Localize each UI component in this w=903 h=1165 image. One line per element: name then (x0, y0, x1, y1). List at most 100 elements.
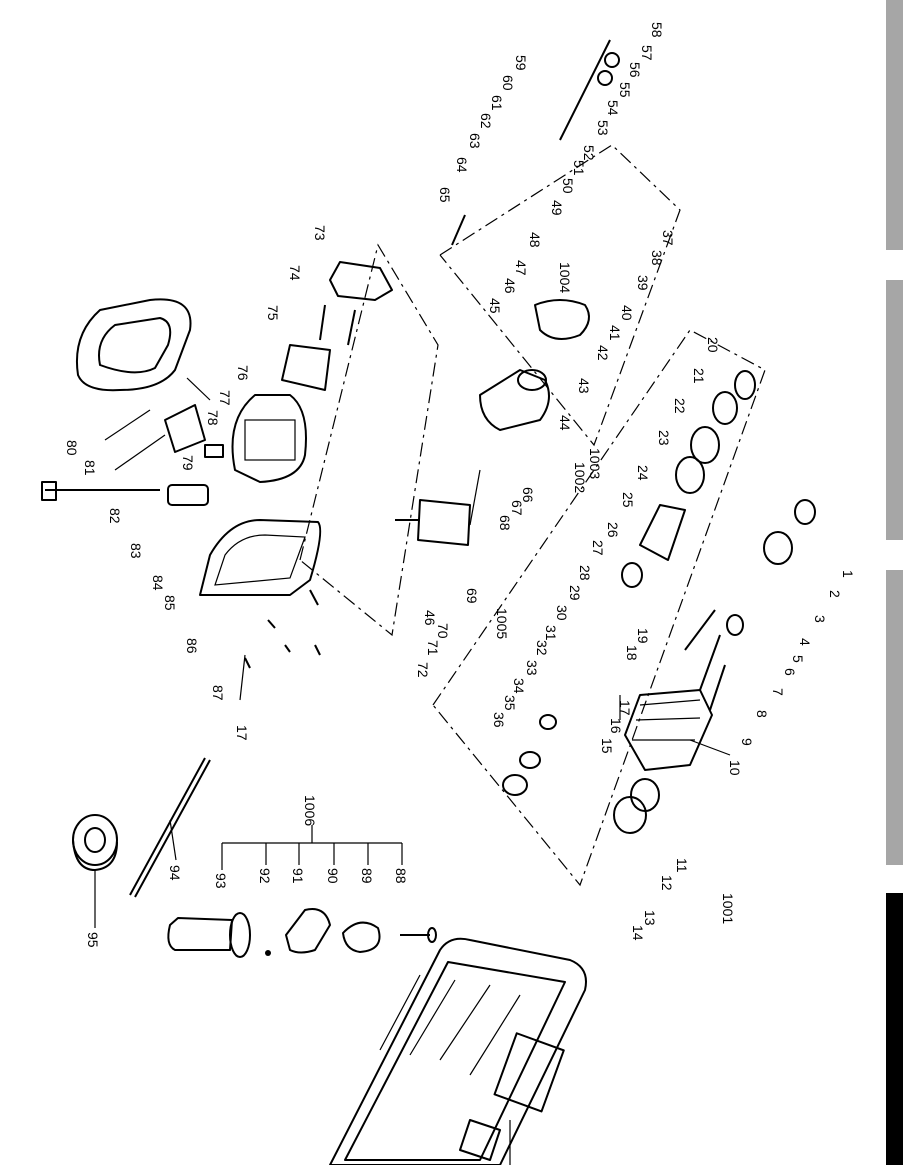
label-35: 35 (502, 695, 518, 711)
section-tab-2[interactable] (886, 280, 903, 540)
cylinder-housing (624, 689, 713, 771)
label-82: 82 (107, 508, 123, 524)
label-2: 2 (827, 590, 843, 598)
label-53: 53 (595, 120, 611, 136)
label-44: 44 (557, 415, 573, 431)
label-58: 58 (649, 22, 665, 38)
label-92: 92 (257, 868, 273, 884)
section-tab-4-active[interactable] (886, 893, 903, 1165)
label-84: 84 (150, 575, 166, 591)
label-30: 30 (554, 605, 570, 621)
label-77: 77 (217, 390, 233, 406)
label-54: 54 (605, 100, 621, 116)
label-29: 29 (567, 585, 583, 601)
label-1005: 1005 (494, 608, 510, 639)
assembly-frame-1003 (439, 144, 681, 447)
label-73: 73 (312, 225, 328, 241)
label-36: 36 (491, 712, 507, 728)
label-49: 49 (549, 200, 565, 216)
housing-half (199, 519, 322, 596)
label-4: 4 (797, 638, 813, 646)
label-6: 6 (782, 668, 798, 676)
label-17b: 17 (617, 700, 633, 716)
label-10: 10 (727, 760, 743, 776)
label-66: 66 (520, 487, 536, 503)
label-75: 75 (265, 305, 281, 321)
label-41: 41 (607, 325, 623, 341)
label-80: 80 (64, 440, 80, 456)
label-74: 74 (287, 265, 303, 281)
label-16: 16 (608, 718, 624, 734)
label-25: 25 (620, 492, 636, 508)
label-46b: 46 (422, 610, 438, 626)
label-56: 56 (627, 62, 643, 78)
label-9: 9 (739, 738, 755, 746)
label-91: 91 (290, 868, 306, 884)
field-coil (281, 344, 331, 391)
label-81: 81 (82, 460, 98, 476)
side-handle-assembly (167, 908, 437, 958)
intermediate-shaft (559, 39, 620, 141)
label-22: 22 (672, 398, 688, 414)
armature (395, 469, 481, 546)
label-47: 47 (513, 260, 529, 276)
section-tab-3[interactable] (886, 570, 903, 865)
label-61: 61 (489, 95, 505, 111)
label-14: 14 (630, 925, 646, 941)
label-1003: 1003 (587, 448, 603, 479)
label-39: 39 (635, 275, 651, 291)
label-1: 1 (840, 570, 856, 578)
label-70: 70 (435, 623, 451, 639)
label-23: 23 (656, 430, 672, 446)
exploded-view-drawing: 1 2 3 4 5 6 7 8 9 10 11 12 13 14 15 16 1… (41, 22, 856, 1165)
label-37: 37 (660, 230, 676, 246)
label-50: 50 (560, 178, 576, 194)
label-11: 11 (674, 858, 690, 873)
label-12: 12 (659, 875, 675, 891)
label-24: 24 (635, 465, 651, 481)
label-15: 15 (599, 738, 615, 754)
leader-lines (94, 377, 731, 928)
depth-rod (129, 757, 211, 898)
label-63: 63 (467, 133, 483, 149)
assembly-frame-1005 (299, 243, 439, 637)
label-62: 62 (478, 113, 494, 129)
label-34: 34 (511, 678, 527, 694)
gasket (534, 299, 590, 340)
label-32: 32 (534, 640, 550, 656)
label-42: 42 (595, 345, 611, 361)
label-38: 38 (649, 250, 665, 266)
label-76: 76 (235, 365, 251, 381)
label-21: 21 (691, 368, 707, 384)
switch (164, 404, 224, 458)
assembly-frame-1001 (432, 329, 766, 887)
label-33: 33 (524, 660, 540, 676)
label-69: 69 (464, 588, 480, 604)
label-94: 94 (167, 865, 183, 881)
label-90: 90 (325, 868, 341, 884)
label-93: 93 (213, 873, 229, 889)
label-67: 67 (509, 500, 525, 516)
power-cord (41, 481, 160, 501)
label-52: 52 (581, 145, 597, 161)
label-1004: 1004 (557, 262, 573, 293)
label-3: 3 (812, 615, 828, 623)
cord-sleeve (167, 484, 209, 506)
label-87: 87 (210, 685, 226, 701)
label-83: 83 (128, 543, 144, 559)
dust-cup (72, 814, 118, 871)
label-72: 72 (415, 662, 431, 678)
baffle-plate (329, 261, 393, 301)
label-28: 28 (577, 565, 593, 581)
motor-housing (231, 394, 307, 483)
assembly-frame-1006 (221, 825, 403, 870)
label-65: 65 (437, 187, 453, 203)
piston (639, 504, 686, 561)
label-40: 40 (619, 305, 635, 321)
screws (244, 214, 726, 711)
section-tab-1[interactable] (886, 0, 903, 250)
label-60: 60 (500, 75, 516, 91)
label-48: 48 (527, 232, 543, 248)
label-89: 89 (359, 868, 375, 884)
